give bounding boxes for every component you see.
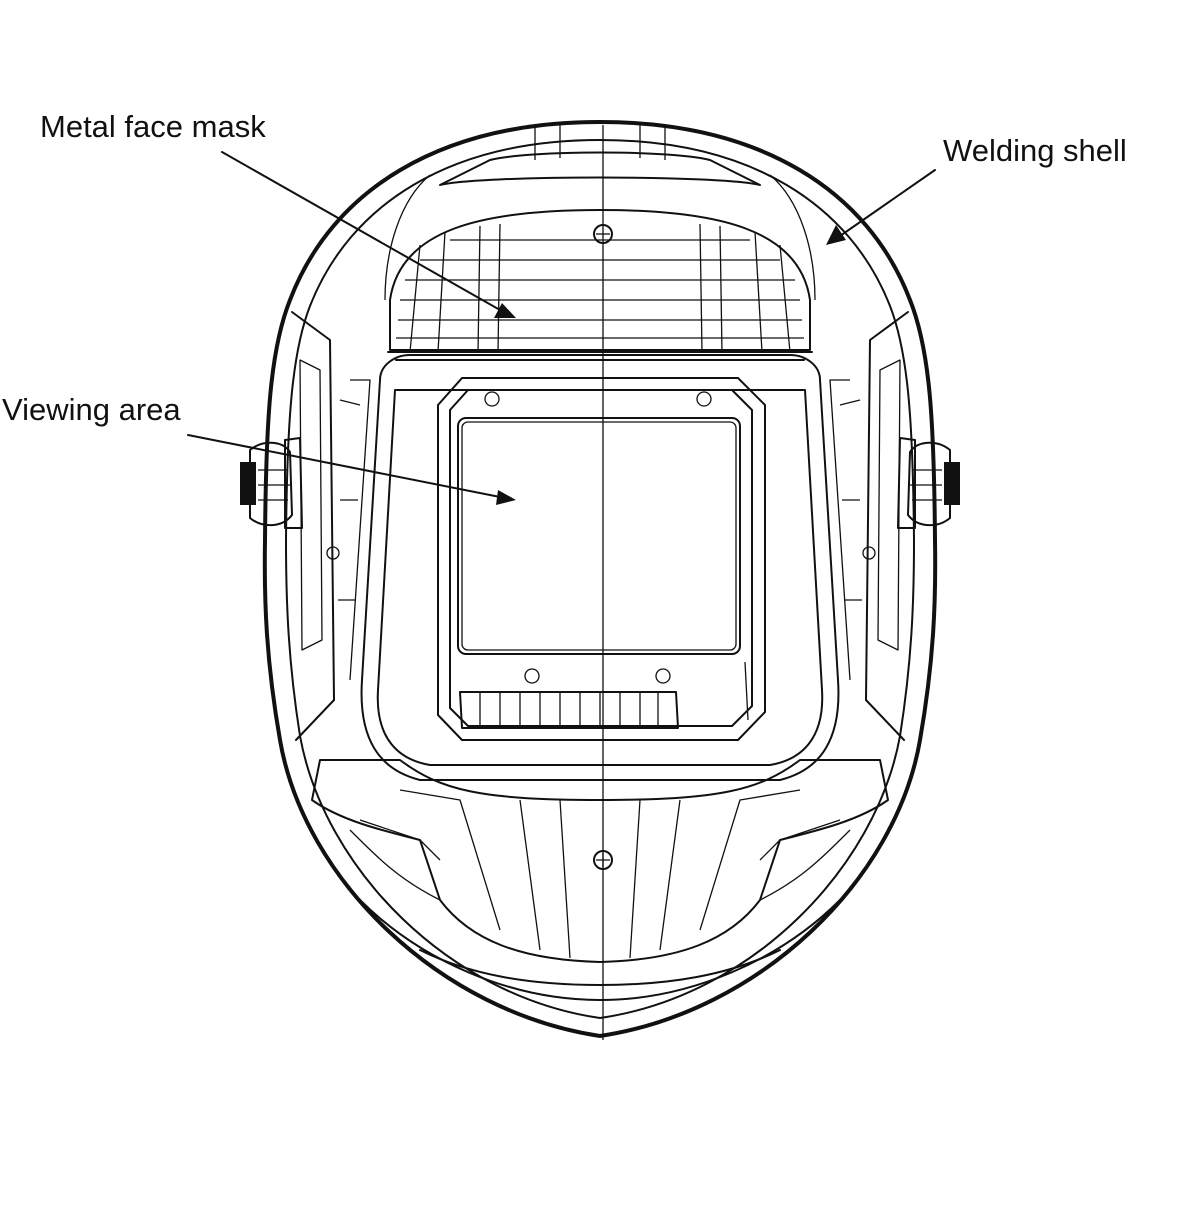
- label-viewing-area: Viewing area: [2, 392, 181, 427]
- left-adjustment-knob: [240, 437, 303, 529]
- callout-arrow-metal-face-mask: [221, 151, 516, 318]
- face-frame: [326, 354, 876, 781]
- metal-face-mask: [384, 174, 816, 361]
- callout-arrow-viewing-area: [187, 434, 516, 505]
- viewing-area-window: [437, 377, 766, 741]
- chin-section: [311, 759, 889, 1001]
- label-metal-face-mask: Metal face mask: [40, 109, 266, 144]
- right-adjustment-knob: [897, 437, 960, 529]
- label-welding-shell: Welding shell: [943, 133, 1127, 168]
- callout-arrow-welding-shell: [826, 169, 936, 245]
- helmet-shell-outline: [262, 120, 938, 1038]
